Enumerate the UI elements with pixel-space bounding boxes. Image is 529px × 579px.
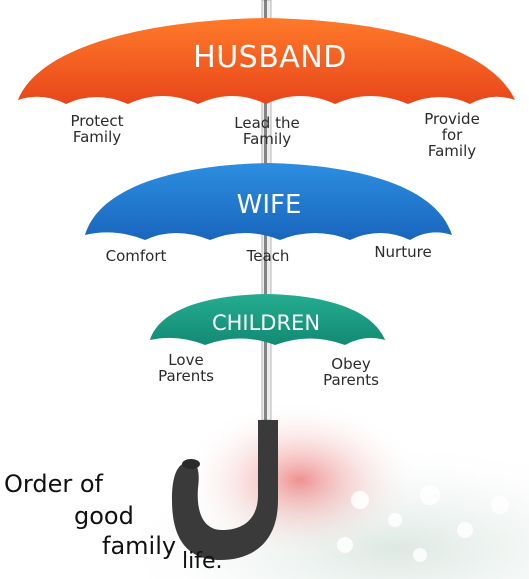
caption-line-3: family — [102, 532, 177, 560]
role-protect-family: Protect Family — [70, 112, 124, 146]
role-comfort: Comfort — [105, 247, 167, 265]
role-nurture: Nurture — [374, 243, 432, 261]
role-teach: Teach — [246, 247, 290, 265]
caption-line-2: good — [74, 502, 134, 530]
wife-title: WIFE — [236, 190, 302, 220]
children-canopy — [150, 294, 385, 345]
blossom-dots — [337, 464, 509, 562]
role-love-parents: Love Parents — [158, 351, 214, 385]
role-provide-for-family: Provide for Family — [424, 110, 480, 160]
caption-line-1: Order of — [4, 470, 103, 498]
husband-canopy — [18, 18, 515, 104]
caption-line-4: life. — [182, 549, 223, 574]
rose-blur — [180, 400, 420, 560]
children-title: CHILDREN — [211, 311, 321, 335]
role-lead-the-family: Lead the Family — [234, 114, 300, 148]
husband-title: HUSBAND — [193, 40, 347, 75]
role-obey-parents: Obey Parents — [323, 355, 379, 389]
umbrella-handle — [172, 420, 278, 560]
wife-canopy — [85, 163, 452, 240]
